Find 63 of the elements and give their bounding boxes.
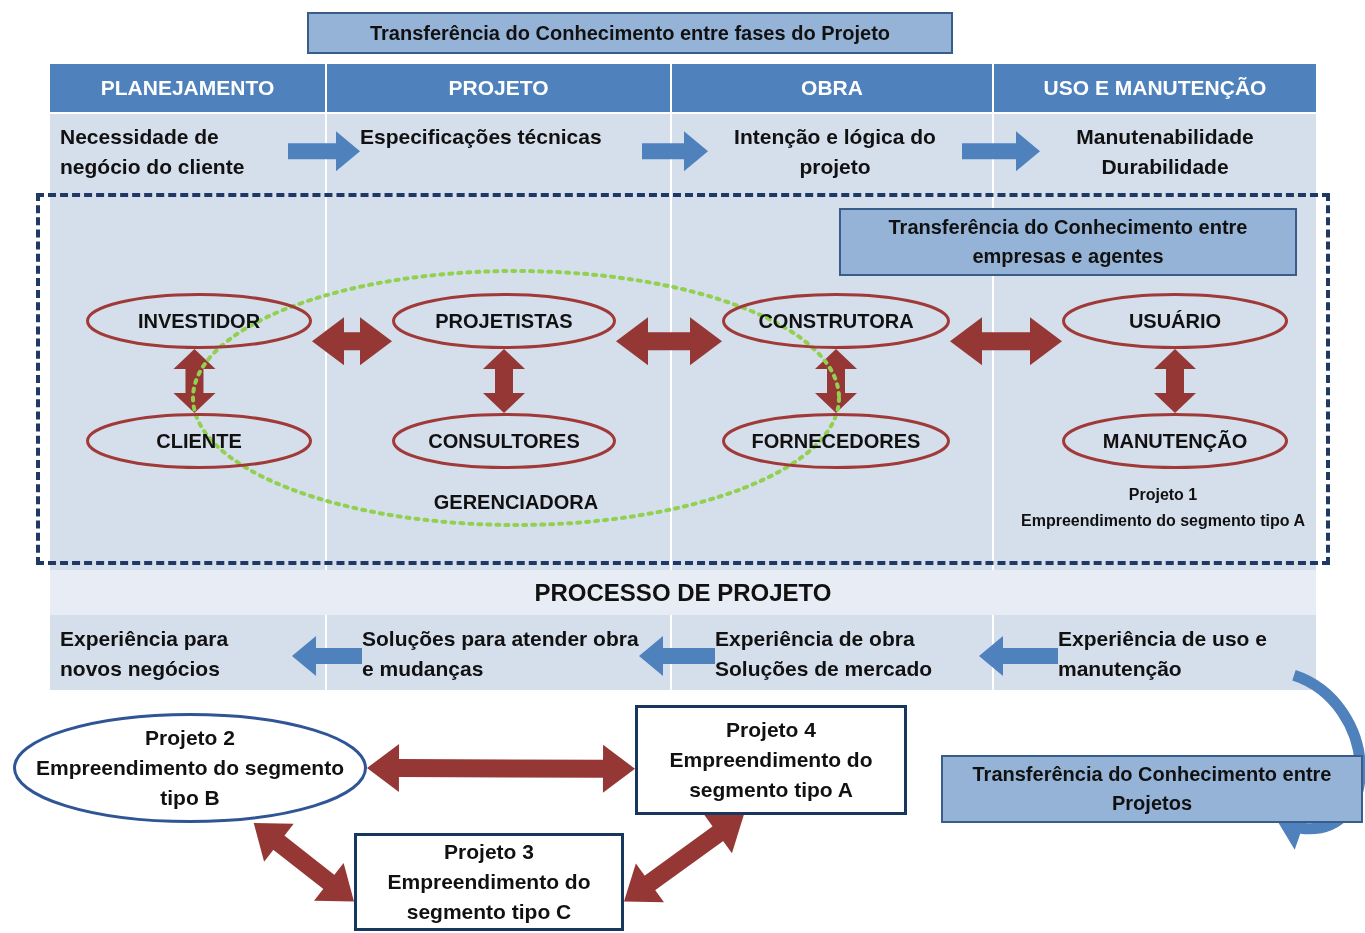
agent-label: USUÁRIO [1128, 309, 1222, 334]
column-header: PROJETO [448, 75, 549, 101]
agent-label: PROJETISTAS [435, 309, 573, 334]
double-arrow [483, 349, 525, 413]
project-box [354, 833, 624, 931]
header-cell [50, 64, 325, 112]
flow-arrow [292, 636, 362, 676]
flow-arrow [639, 636, 715, 676]
column-header: USO E MANUTENÇÃO [1043, 75, 1267, 101]
note-box [839, 208, 1297, 276]
agent-ellipse [86, 413, 312, 469]
agent-ellipse [1062, 293, 1288, 349]
agent-ellipse [392, 413, 616, 469]
column-header: OBRA [801, 75, 863, 101]
project-description: Empreendimento do segmento tipo B [34, 755, 345, 811]
phase-text: Experiência de obra Soluções de mercado [715, 624, 979, 688]
project-title: Projeto 2 [144, 725, 236, 751]
double-arrow [366, 744, 636, 793]
double-arrow [616, 317, 722, 366]
section-title: PROCESSO DE PROJETO [534, 579, 832, 606]
flow-arrow [979, 636, 1058, 676]
agent-ellipse [86, 293, 312, 349]
section-band [50, 570, 1316, 615]
phase-text: Experiência de uso e manutenção [1058, 624, 1294, 688]
note-text: Transferência do Conhecimento entre Projetos [971, 762, 1333, 816]
project-description: Empreendimento do segmento tipo C [386, 869, 592, 925]
project-title: Projeto 4 [725, 717, 817, 743]
flow-arrow [962, 131, 1040, 172]
agent-label: MANUTENÇÃO [1102, 429, 1248, 454]
double-arrow [950, 317, 1062, 366]
note-text: Transferência do Conhecimento entre empresas e agentes [887, 215, 1249, 269]
phase-text: Necessidade de negócio do cliente [60, 122, 288, 184]
phase-text: Especificações técnicas [360, 122, 642, 184]
flow-arrow [288, 131, 360, 172]
phase-text: Experiência para novos negócios [60, 624, 292, 688]
agent-label: CONSULTORES [428, 429, 580, 454]
project-note: Empreendimento do segmento tipo A [1020, 511, 1306, 531]
project-title: Projeto 3 [443, 839, 535, 865]
double-arrow [173, 349, 216, 413]
dashed-region [36, 193, 1330, 565]
agent-ellipse [1062, 413, 1288, 469]
note-box [941, 755, 1363, 823]
double-arrow [815, 349, 857, 413]
phase-text: Manutenabilidade Durabilidade [1040, 122, 1290, 184]
project-description: Empreendimento do segmento tipo A [668, 747, 874, 803]
title-text: Transferência do Conhecimento entre fases do Projeto [369, 21, 891, 46]
flow-arrow [642, 131, 708, 172]
agent-ellipse [392, 293, 616, 349]
project-note: Projeto 1 [1127, 485, 1199, 505]
project-box [635, 705, 907, 815]
header-cell [994, 64, 1316, 112]
header-cell [327, 64, 670, 112]
header-cell [672, 64, 992, 112]
double-arrow [1154, 349, 1196, 413]
group-label: GERENCIADORA [433, 490, 599, 515]
phase-text: Intenção e lógica do projeto [708, 122, 962, 184]
flow-arrow [1277, 670, 1365, 848]
double-arrow [312, 317, 392, 366]
agent-label: INVESTIDOR [137, 309, 261, 334]
title-box [307, 12, 953, 54]
project-ellipse [13, 713, 367, 823]
phase-text: Soluções para atender obra e mudanças [362, 624, 639, 688]
column-header: PLANEJAMENTO [100, 75, 275, 101]
